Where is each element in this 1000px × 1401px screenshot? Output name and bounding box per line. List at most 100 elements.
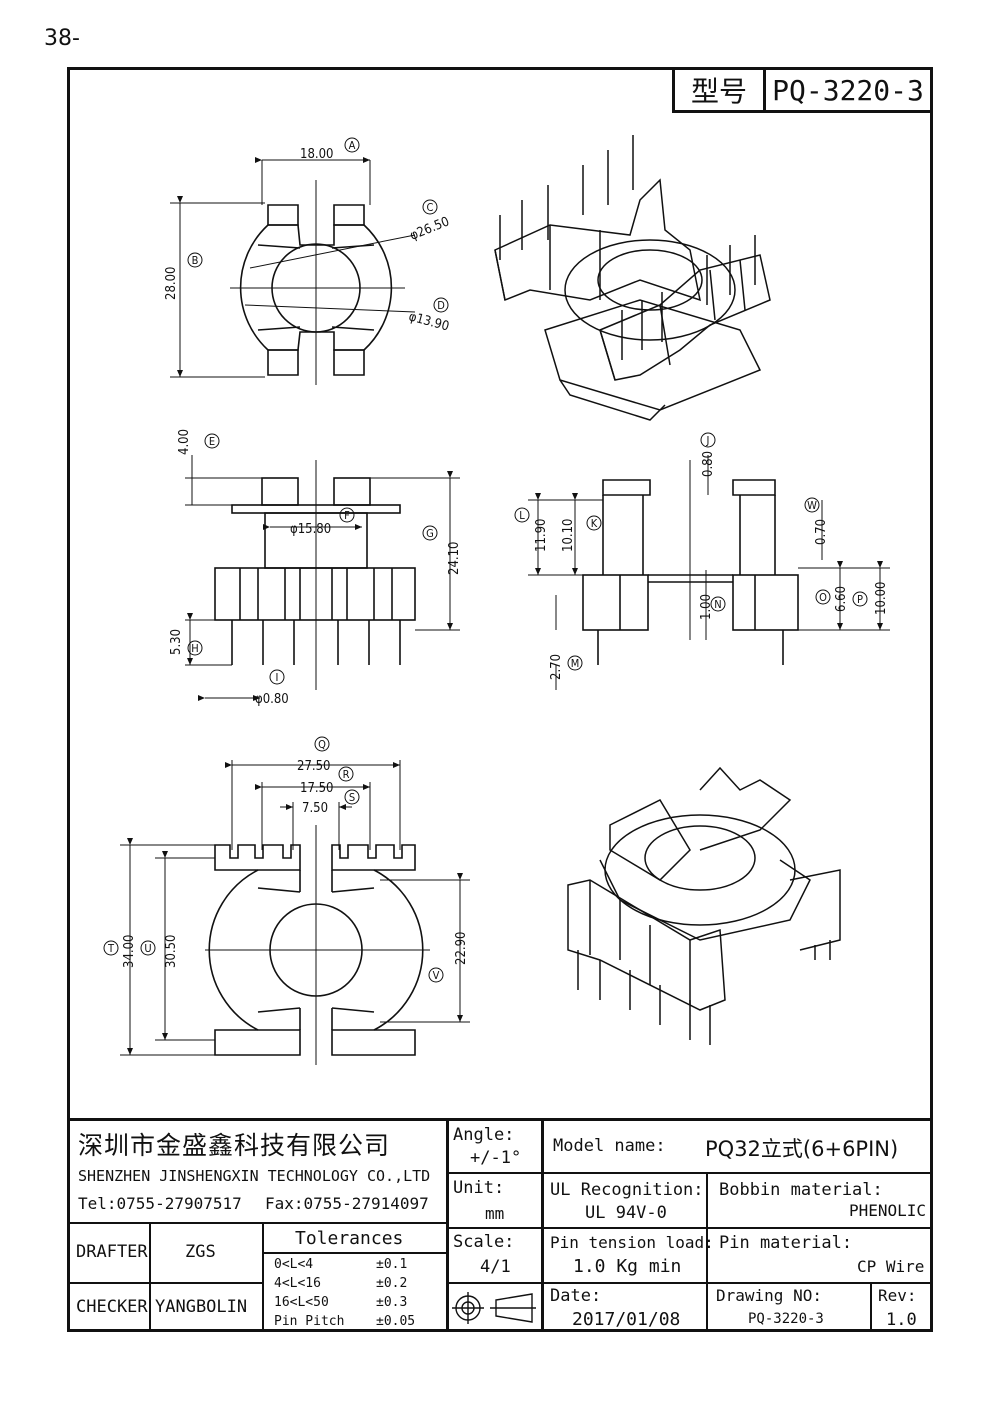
dim-W: 0.70: [814, 519, 829, 545]
checker-value: YANGBOLIN: [155, 1297, 248, 1317]
drawing-no-value: PQ-3220-3: [748, 1311, 824, 1327]
tolerance-value-3: ±0.3: [376, 1295, 408, 1310]
ref-W: W: [804, 497, 820, 513]
model-value: PQ-3220-3: [772, 73, 924, 107]
scale-value: 4/1: [480, 1257, 511, 1277]
dim-P: 10.00: [874, 582, 889, 615]
pin-material-label: Pin material:: [719, 1233, 853, 1253]
svg-text:W: W: [807, 499, 817, 512]
svg-text:O: O: [819, 591, 827, 604]
dim-I: φ0.80: [255, 692, 289, 707]
bobbin-material-label: Bobbin material:: [719, 1180, 883, 1200]
ref-U: U: [140, 940, 156, 956]
dim-T: 34.00: [122, 935, 137, 968]
ref-L: L: [514, 507, 530, 523]
svg-text:E: E: [209, 435, 215, 448]
rev-label: Rev:: [878, 1286, 917, 1305]
ref-B: B: [187, 252, 203, 268]
ref-H: H: [187, 640, 203, 656]
ul-label: UL Recognition:: [550, 1180, 704, 1200]
ref-J: J: [700, 432, 716, 448]
dim-A: 18.00: [300, 147, 333, 162]
dim-D: φ13.90: [407, 309, 451, 334]
company-name-cn: 深圳市金盛鑫科技有限公司: [78, 1131, 391, 1160]
ref-I: I: [269, 669, 285, 685]
company-fax: Fax:0755-27914097: [265, 1194, 429, 1213]
bottom-view: [120, 760, 470, 1065]
ref-E: E: [204, 433, 220, 449]
tolerance-range-1: 0<L<4: [274, 1257, 314, 1272]
svg-text:A: A: [349, 139, 356, 152]
svg-text:M: M: [571, 657, 580, 670]
svg-text:V: V: [433, 969, 440, 982]
dim-Q: 27.50: [297, 759, 330, 774]
dim-S: 7.50: [302, 801, 328, 816]
dim-E: 4.00: [177, 429, 192, 455]
model-box: 型号 PQ-3220-3: [672, 67, 933, 113]
drawing-no-label: Drawing NO:: [716, 1286, 822, 1305]
unit-value: mm: [485, 1204, 505, 1223]
ref-D: D: [433, 297, 449, 313]
checker-label: CHECKER: [76, 1297, 148, 1317]
tolerance-range-2: 4<L<16: [274, 1276, 321, 1291]
tolerance-range-3: 16<L<50: [274, 1295, 329, 1310]
svg-text:T: T: [107, 942, 115, 955]
svg-text:R: R: [343, 768, 350, 781]
pin-material-value: CP Wire: [857, 1257, 925, 1276]
angle-value: +/-1°: [470, 1148, 522, 1168]
ref-F: F: [339, 507, 355, 523]
svg-text:U: U: [144, 942, 151, 955]
dim-F: φ15.80: [290, 522, 331, 537]
dim-O: 6.60: [834, 586, 849, 612]
drafter-label: DRAFTER: [76, 1242, 148, 1262]
tolerance-value-1: ±0.1: [376, 1257, 408, 1272]
angle-label: Angle:: [453, 1125, 515, 1145]
dim-C: φ26.50: [408, 214, 452, 243]
pin-tension-value: 1.0 Kg min: [573, 1256, 682, 1277]
model-name-label: Model name:: [553, 1136, 666, 1156]
dim-B: 28.00: [164, 267, 179, 300]
projection-symbol-icon: [452, 1292, 536, 1324]
ref-O: O: [815, 589, 831, 605]
bobbin-material-value: PHENOLIC: [849, 1201, 927, 1220]
model-label: 型号: [675, 70, 766, 110]
isometric-view-top: [494, 135, 771, 421]
svg-text:G: G: [426, 527, 434, 540]
tolerance-value-2: ±0.2: [376, 1276, 408, 1291]
drawing-frame: [67, 67, 933, 1332]
model-name-value: PQ32立式(6+6PIN): [705, 1137, 899, 1161]
dim-K: 10.10: [561, 519, 576, 552]
rev-value: 1.0: [886, 1310, 917, 1330]
pin-tension-label: Pin tension load:: [550, 1233, 714, 1252]
ref-P: P: [852, 591, 868, 607]
tolerance-range-4: Pin Pitch: [274, 1314, 345, 1329]
drafter-value: ZGS: [185, 1242, 216, 1262]
dim-L: 11.90: [534, 519, 549, 552]
ref-A: A: [344, 137, 360, 153]
dim-V: 22.90: [454, 932, 469, 965]
company-name-en: SHENZHEN JINSHENGXIN TECHNOLOGY CO.,LTD: [78, 1167, 431, 1185]
ref-M: M: [567, 655, 583, 671]
svg-text:K: K: [591, 517, 598, 530]
ref-G: G: [422, 525, 438, 541]
svg-text:J: J: [706, 434, 710, 447]
svg-text:C: C: [427, 201, 434, 214]
side-view: [528, 455, 890, 690]
dim-R: 17.50: [300, 781, 333, 796]
svg-text:L: L: [519, 509, 525, 522]
svg-text:Q: Q: [318, 738, 326, 751]
ref-Q: Q: [314, 736, 330, 752]
tolerance-value-4: ±0.05: [376, 1314, 416, 1329]
company-tel: Tel:0755-27907517: [78, 1194, 242, 1213]
dim-U: 30.50: [164, 935, 179, 968]
svg-text:F: F: [344, 509, 350, 522]
ref-S: S: [344, 789, 360, 805]
top-view: [170, 157, 416, 385]
ref-C: C: [422, 199, 438, 215]
tolerances-title: Tolerances: [295, 1228, 404, 1249]
date-label: Date:: [550, 1286, 602, 1306]
svg-text:H: H: [191, 642, 198, 655]
scale-label: Scale:: [453, 1232, 515, 1252]
svg-text:D: D: [437, 299, 445, 312]
ref-N: N: [710, 596, 726, 612]
